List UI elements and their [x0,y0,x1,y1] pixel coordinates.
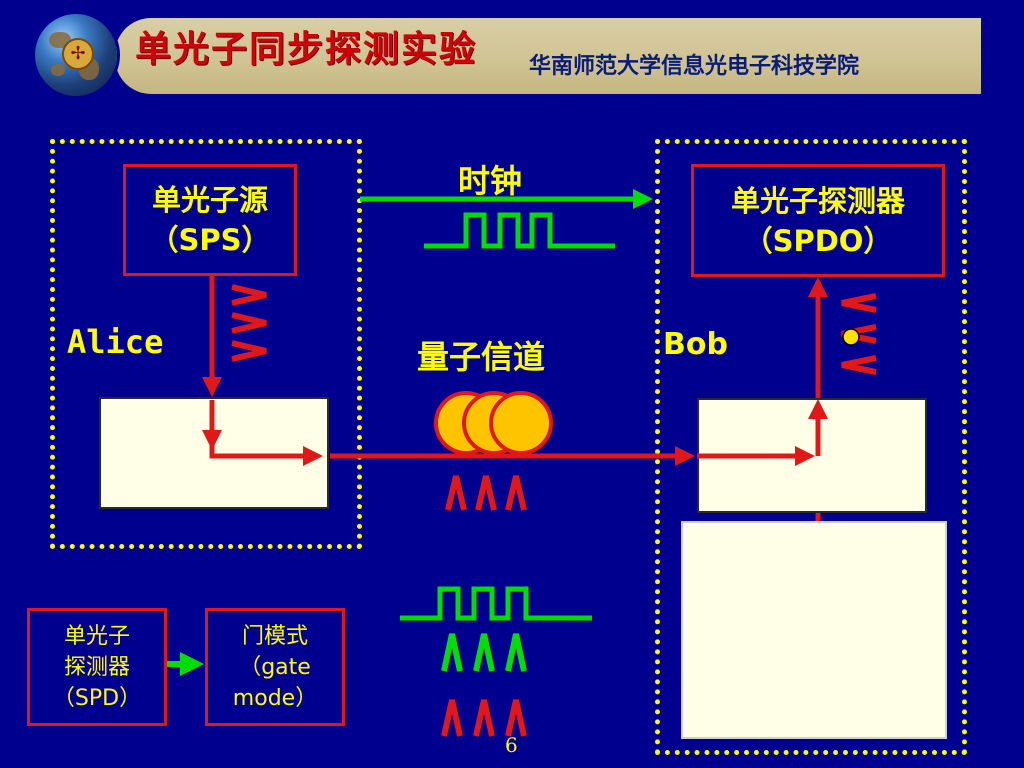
clock-pulse-train [424,212,615,249]
bob-lower-box [681,521,947,739]
title-banner-background [115,18,981,94]
compass-icon: ✢ [62,38,94,70]
clock-label: 时钟 [458,162,523,200]
gate-green-pulses [441,633,527,672]
detector-photon-pulses [841,293,877,375]
alice-label: Alice [67,323,164,361]
page-title: 单光子同步探测实验 [135,28,478,70]
alice-frame [50,139,362,549]
institution-name: 华南师范大学信息光电子科技学院 [529,53,860,79]
gate-pulse-train [400,586,592,621]
quantum-channel-label: 量子信道 [417,338,546,376]
detector-label: 单光子探测器 [730,183,905,218]
channel-photon-pulses [445,475,527,511]
single-photon-source-box: 单光子源 （SPS） [123,164,297,276]
source-photon-pulses [231,284,267,362]
alice-internal-turn [209,445,310,459]
detected-photon-dot [842,328,860,346]
fiber-coil [434,391,553,455]
gate-mode-legend-box: 门模式 （gate mode） [205,608,345,726]
header-banner: ✢ 单光子同步探测实验 华南师范大学信息光电子科技学院 [35,14,981,96]
bob-frame [655,139,967,755]
spd-legend-box: 单光子 探测器 （SPD） [27,608,167,726]
globe-logo: ✢ [35,14,117,96]
source-label: 单光子源 [151,183,268,217]
single-photon-detector-box: 单光子探测器 （SPDO） [691,164,945,277]
gate-red-pulses [441,699,527,737]
page-number: 6 [505,733,518,757]
detector-abbrev: （SPDO） [743,223,893,258]
source-abbrev: （SPS） [149,223,271,257]
bob-label: Bob [663,327,728,362]
